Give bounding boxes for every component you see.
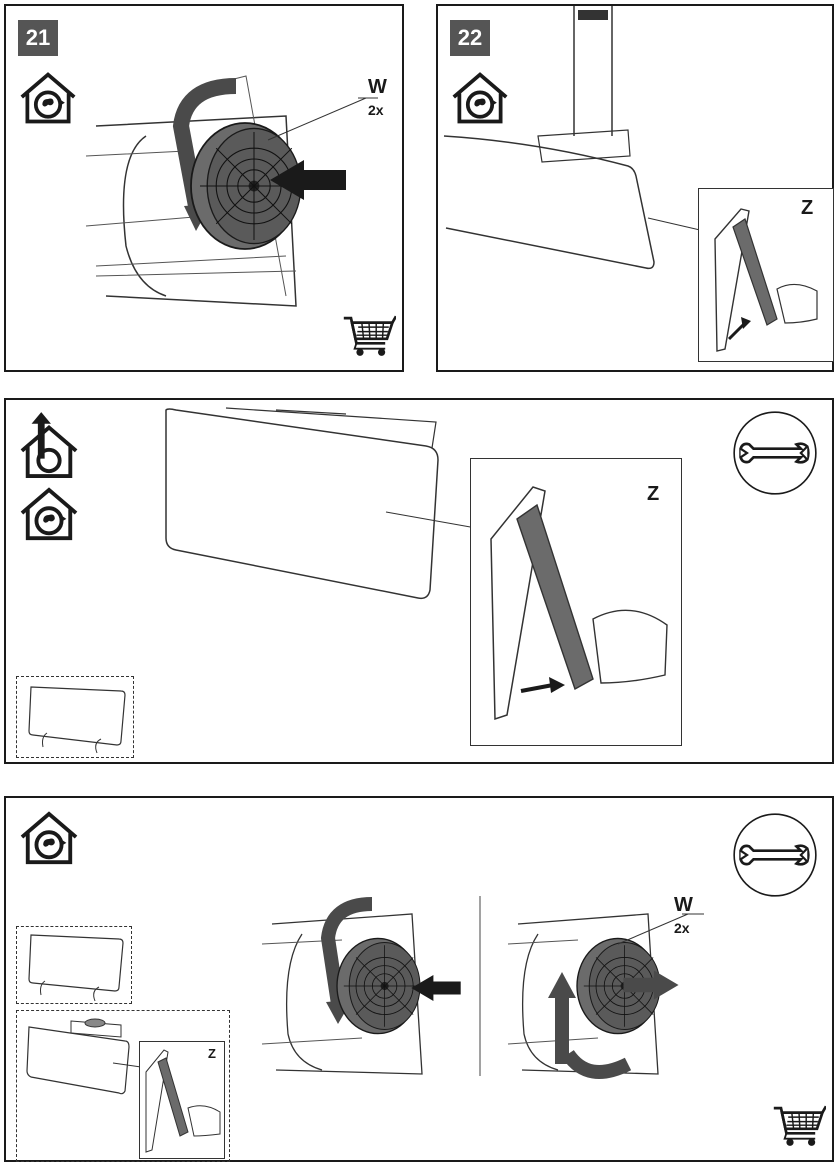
grease-filter-z — [714, 208, 818, 352]
panel-tilt-illustration — [28, 686, 126, 754]
hood-filter-illustration — [26, 1018, 142, 1095]
callout-leader-w — [617, 913, 704, 945]
filter-label-z: Z — [647, 483, 660, 505]
recirculation-house-icon — [18, 70, 78, 126]
step-22-panel: 22 Z — [436, 4, 834, 372]
filter-label-z: Z — [801, 197, 814, 219]
filter-detail-inset: Z — [470, 458, 682, 746]
callout-leader-w — [267, 97, 378, 141]
step-number-22: 22 — [450, 20, 490, 56]
hood-glass-panel-illustration — [165, 407, 477, 600]
fan-label-w: W — [368, 76, 387, 98]
push-arrow — [411, 975, 461, 1001]
filter-detail-inset: Z — [139, 1041, 225, 1159]
fan-qty: 2x — [368, 102, 384, 118]
step-21-panel: 21 W 2x — [4, 4, 404, 372]
filter-reinsert-hint: Z — [16, 1010, 230, 1162]
shopping-cart-icon — [772, 1104, 826, 1150]
recirculation-house-icon — [18, 486, 80, 542]
pull-arrow — [623, 970, 679, 1000]
extraction-house-icon — [18, 410, 80, 480]
panel-open-hint — [16, 676, 134, 758]
filter-removal-panel: Z — [4, 398, 834, 764]
grease-filter-z — [490, 486, 668, 721]
hood-chimney-illustration — [443, 6, 655, 270]
wrench-icon — [732, 812, 818, 898]
hood-motor-illustration-remove — [507, 913, 659, 1079]
grease-filter-z — [145, 1049, 221, 1153]
wrench-icon — [732, 410, 818, 496]
divider-line — [479, 896, 481, 1076]
step-number-21: 21 — [18, 20, 58, 56]
push-arrow — [270, 160, 346, 200]
callout-leader — [647, 217, 701, 231]
shopping-cart-icon — [342, 314, 396, 360]
filter-detail-inset: Z — [698, 188, 834, 362]
panel-open-hint — [16, 926, 132, 1004]
filter-label-z: Z — [208, 1046, 216, 1061]
fan-qty: 2x — [674, 920, 690, 936]
panel-tilt-illustration — [28, 934, 124, 1002]
fan-reinstall-panel: Z W 2x — [4, 796, 834, 1162]
recirculation-house-icon — [18, 810, 80, 866]
fan-label-w: W — [674, 894, 693, 916]
